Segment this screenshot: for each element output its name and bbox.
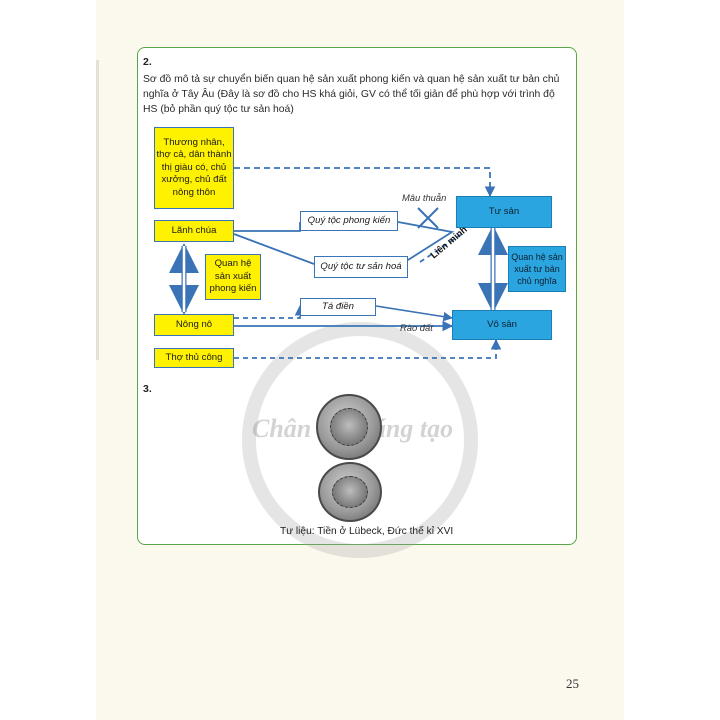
conflict-label: Mâu thuẫn bbox=[402, 192, 447, 203]
bourgeoisie-box: Tư sản bbox=[456, 196, 552, 228]
coin-back-image bbox=[318, 462, 382, 522]
feudal-noble-box: Quý tộc phong kiến bbox=[300, 211, 398, 231]
page-gutter-shadow bbox=[96, 60, 99, 360]
page-number: 25 bbox=[566, 676, 579, 691]
fencing-label: Rào đất bbox=[400, 322, 433, 333]
serf-to-tenant-line bbox=[234, 304, 306, 319]
proletariat-box: Vô sản bbox=[452, 310, 552, 340]
coin-front-image bbox=[316, 394, 382, 460]
feudal-noble-transition-line bbox=[397, 221, 455, 261]
feudal-relation-box: Quan hệ sản xuất phong kiến bbox=[205, 254, 261, 300]
section-2-number: 2. bbox=[143, 56, 152, 68]
merchants-to-bourgeoisie-line bbox=[234, 167, 496, 198]
lord-box: Lãnh chúa bbox=[154, 220, 234, 242]
lord-to-bourgeois-noble-line bbox=[233, 233, 315, 265]
tenant-to-proletariat-line bbox=[375, 305, 453, 322]
serf-box: Nông nô bbox=[154, 314, 234, 336]
conflict-cross-icon bbox=[417, 207, 439, 229]
capitalist-relation-box: Quan hệ sản xuất tư bản chủ nghĩa bbox=[508, 246, 566, 292]
tenant-box: Tá điền bbox=[300, 298, 376, 316]
section-2-intro: Sơ đồ mô tả sự chuyển biến quan hệ sản x… bbox=[143, 74, 560, 115]
artisan-to-proletariat-line bbox=[234, 338, 502, 359]
lord-to-feudal-noble-line bbox=[234, 222, 301, 232]
image-caption: Tư liệu: Tiền ở Lübeck, Đức thế kỉ XVI bbox=[280, 526, 454, 537]
bourgeois-noble-box: Quý tộc tư sản hoá bbox=[314, 256, 408, 278]
section-3-number: 3. bbox=[143, 383, 152, 395]
merchants-box: Thương nhân, thợ cả, dân thành thị giàu … bbox=[154, 127, 234, 209]
artisan-box: Thợ thủ công bbox=[154, 348, 234, 368]
